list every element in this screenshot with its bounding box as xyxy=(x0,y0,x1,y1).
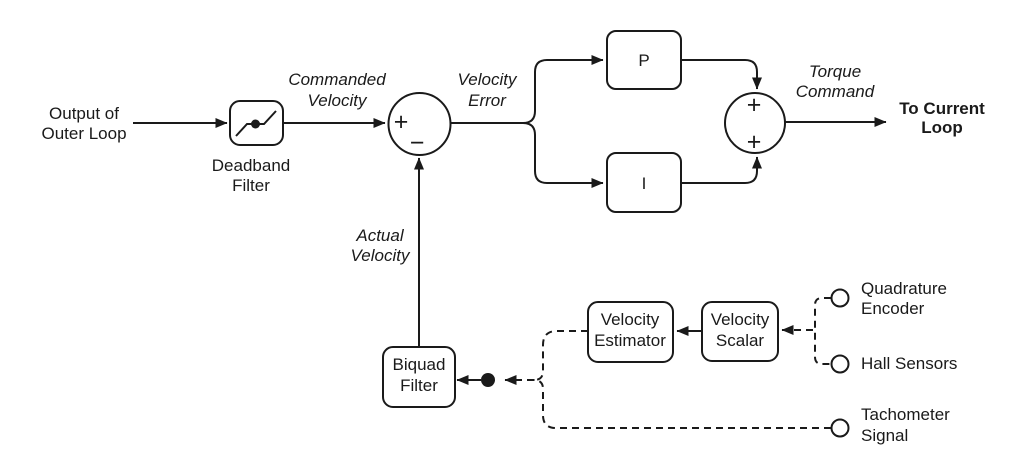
wire-error-to-p xyxy=(522,55,604,124)
biquad-filter-label: Biquad xyxy=(393,355,446,374)
wire-i-to-sum xyxy=(681,156,762,184)
i-gain-label: I xyxy=(642,174,647,193)
wire-tachometer-to-tap xyxy=(533,379,831,429)
p-gain-label: P xyxy=(638,51,649,70)
commanded-velocity-label: Velocity xyxy=(308,91,368,110)
hall-sensors-terminal-icon xyxy=(830,354,850,374)
sum-plus-sign-bottom: + xyxy=(747,128,762,156)
wire-error-to-i xyxy=(522,122,604,188)
torque-command-label: Command xyxy=(796,82,875,101)
tachometer-signal-label: Signal xyxy=(861,426,908,445)
velocity-estimator-label: Estimator xyxy=(594,331,666,350)
sum-minus-sign: − xyxy=(410,129,425,157)
wire-estimator-to-tap xyxy=(533,330,588,381)
wire-encoder-hall-bus xyxy=(814,297,831,365)
quadrature-encoder-label: Encoder xyxy=(861,299,925,318)
deadband-icon-dot xyxy=(251,119,260,129)
velocity-estimator-label: Velocity xyxy=(601,310,660,329)
tachometer-terminal-icon xyxy=(830,418,850,438)
signal-junction-dot-icon xyxy=(481,373,495,387)
velocity-error-label: Velocity xyxy=(458,70,518,89)
deadband-filter-caption: Filter xyxy=(232,176,270,195)
actual-velocity-label: Velocity xyxy=(351,246,411,265)
quadrature-encoder-terminal-icon xyxy=(830,288,850,308)
actual-velocity-label: Actual xyxy=(355,226,404,245)
outer-loop-input-label: Outer Loop xyxy=(41,124,126,143)
outer-loop-input-label: Output of xyxy=(49,104,119,123)
velocity-scalar-label: Velocity xyxy=(711,310,770,329)
quadrature-encoder-label: Quadrature xyxy=(861,279,947,298)
to-current-loop-label: Loop xyxy=(921,118,963,137)
wire-p-to-sum xyxy=(681,59,762,90)
tachometer-signal-label: Tachometer xyxy=(861,405,950,424)
hall-sensors-label: Hall Sensors xyxy=(861,354,957,373)
to-current-loop-label: To Current xyxy=(899,99,985,118)
velocity-scalar-label: Scalar xyxy=(716,331,765,350)
deadband-filter-caption: Deadband xyxy=(212,156,290,175)
biquad-filter-label: Filter xyxy=(400,376,438,395)
commanded-velocity-label: Commanded xyxy=(288,70,386,89)
velocity-error-label: Error xyxy=(468,91,507,110)
biquad-filter-block xyxy=(382,346,456,408)
sum-plus-sign: + xyxy=(394,108,409,136)
torque-command-label: Torque xyxy=(809,62,861,81)
sum-plus-sign-top: + xyxy=(747,91,762,119)
